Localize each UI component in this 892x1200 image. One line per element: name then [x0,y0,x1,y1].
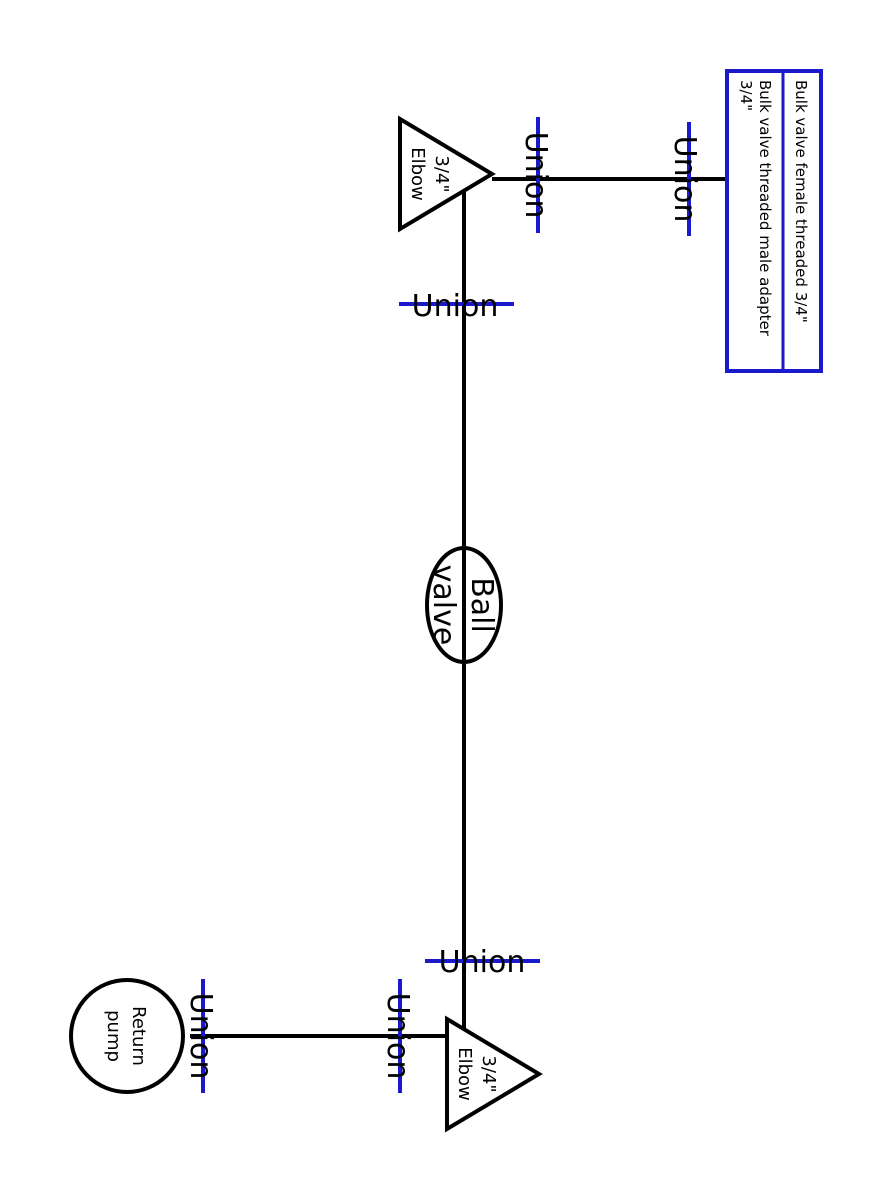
svg-text:Union: Union [380,993,415,1080]
ball-valve-label-line2: valve [426,565,461,646]
svg-text:Union: Union [183,993,218,1080]
ball-valve: Ball valve [425,546,503,664]
union-bottom-left: Union [183,979,218,1093]
svg-text:Union: Union [439,945,526,980]
return-pump-label-line2: pump [103,1010,124,1062]
elbow-top-size-label: 3/4" [431,155,452,192]
union-vertical-bottom: Union [425,945,540,980]
elbow-bottom: 3/4" Elbow [445,1015,543,1133]
union-bottom-middle: Union [380,979,415,1093]
svg-text:Union: Union [667,136,702,223]
bulk-valve-male-size-label: 3/4" [737,80,755,111]
svg-text:Union: Union [518,132,553,219]
return-pump-label-line1: Return [128,1006,149,1066]
return-pump: Return pump [69,978,185,1094]
ball-valve-label-line1: Ball [464,577,499,633]
union-top-right: Union [667,122,702,236]
union-top-middle: Union [518,117,553,233]
elbow-top-name-label: Elbow [407,147,428,201]
elbow-bottom-size-label: 3/4" [478,1055,499,1092]
elbow-bottom-name-label: Elbow [454,1047,475,1101]
elbow-top: 3/4" Elbow [398,115,496,233]
bulk-valve-female-label: Bulk valve female threaded 3/4" [792,80,810,323]
bulk-valve-box: Bulk valve female threaded 3/4" Bulk val… [725,69,823,373]
union-vertical-top: Union [399,289,514,324]
bulk-valve-male-label: Bulk valve threaded male adapter [756,80,774,337]
svg-text:Union: Union [412,289,499,324]
